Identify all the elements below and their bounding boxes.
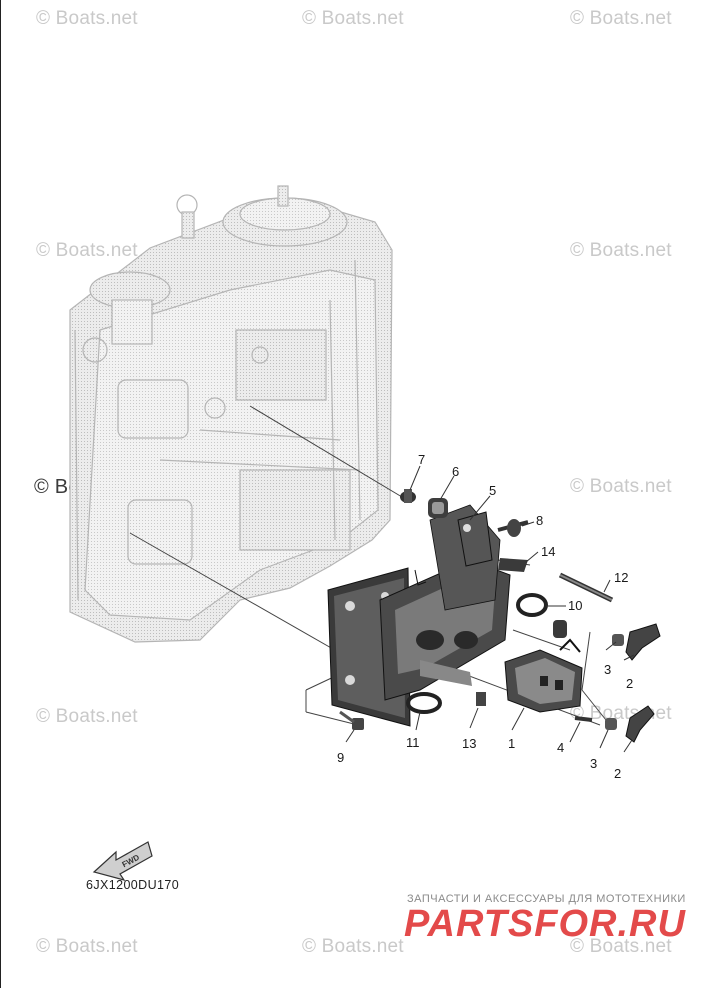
callout-13: 13 — [462, 736, 476, 751]
callout-numbers: 1 2 2 3 3 4 5 6 7 8 9 10 11 12 13 14 — [337, 452, 633, 781]
part-1-unit — [504, 620, 583, 713]
watermark: © Boats.net — [570, 8, 672, 29]
callout-9: 9 — [337, 750, 344, 765]
part-14-clamp — [498, 558, 528, 572]
watermark: © Boats.net — [302, 936, 404, 957]
callout-2-upper: 2 — [626, 676, 633, 691]
callout-5: 5 — [489, 483, 496, 498]
callout-8: 8 — [536, 513, 543, 528]
part-10-clamp — [516, 593, 548, 617]
watermark: © Boats.net — [302, 8, 404, 29]
callout-10: 10 — [568, 598, 582, 613]
callout-1: 1 — [508, 736, 515, 751]
part-6-grommet — [428, 498, 448, 518]
part-9-bolt — [339, 710, 364, 730]
brand-tagline: ЗАПЧАСТИ И АКСЕССУАРЫ ДЛЯ МОТОТЕХНИКИ — [407, 893, 686, 905]
callout-3-lower: 3 — [590, 756, 597, 771]
callout-12: 12 — [614, 570, 628, 585]
watermark: © Boats.net — [36, 8, 138, 29]
watermark: © Boats.net — [570, 476, 672, 497]
part-7-bolt — [400, 489, 416, 503]
brand-logo: PARTSFOR.RU — [404, 903, 686, 945]
left-border — [0, 0, 1, 988]
watermark: © Boats.net — [570, 936, 672, 957]
part-2-lower — [625, 705, 655, 743]
fwd-arrow-icon: FWD — [92, 841, 153, 881]
callout-2-lower: 2 — [614, 766, 621, 781]
watermark: © Boats.net — [570, 240, 672, 261]
part-11-clamp — [406, 692, 442, 714]
callout-leaders — [345, 465, 635, 753]
part-8-bolt — [497, 519, 529, 537]
watermark: © Boats.net — [36, 240, 138, 261]
watermark: © Boats.net — [36, 706, 138, 727]
callout-6: 6 — [452, 464, 459, 479]
part-12-rod — [558, 572, 614, 603]
callout-14: 14 — [541, 544, 555, 559]
engine-block — [69, 185, 393, 643]
part-4-bolt — [574, 716, 593, 722]
part-3-lower — [605, 718, 617, 730]
callout-4: 4 — [557, 740, 564, 755]
callout-3-upper: 3 — [604, 662, 611, 677]
callout-7: 7 — [418, 452, 425, 467]
part-2-upper — [625, 623, 661, 661]
callout-11: 11 — [406, 735, 420, 750]
diagram-code: 6JX1200DU170 — [86, 878, 180, 892]
part-13-screw — [476, 692, 486, 706]
watermark: © Boats.net — [36, 936, 138, 957]
part-5-bracket — [457, 511, 493, 567]
